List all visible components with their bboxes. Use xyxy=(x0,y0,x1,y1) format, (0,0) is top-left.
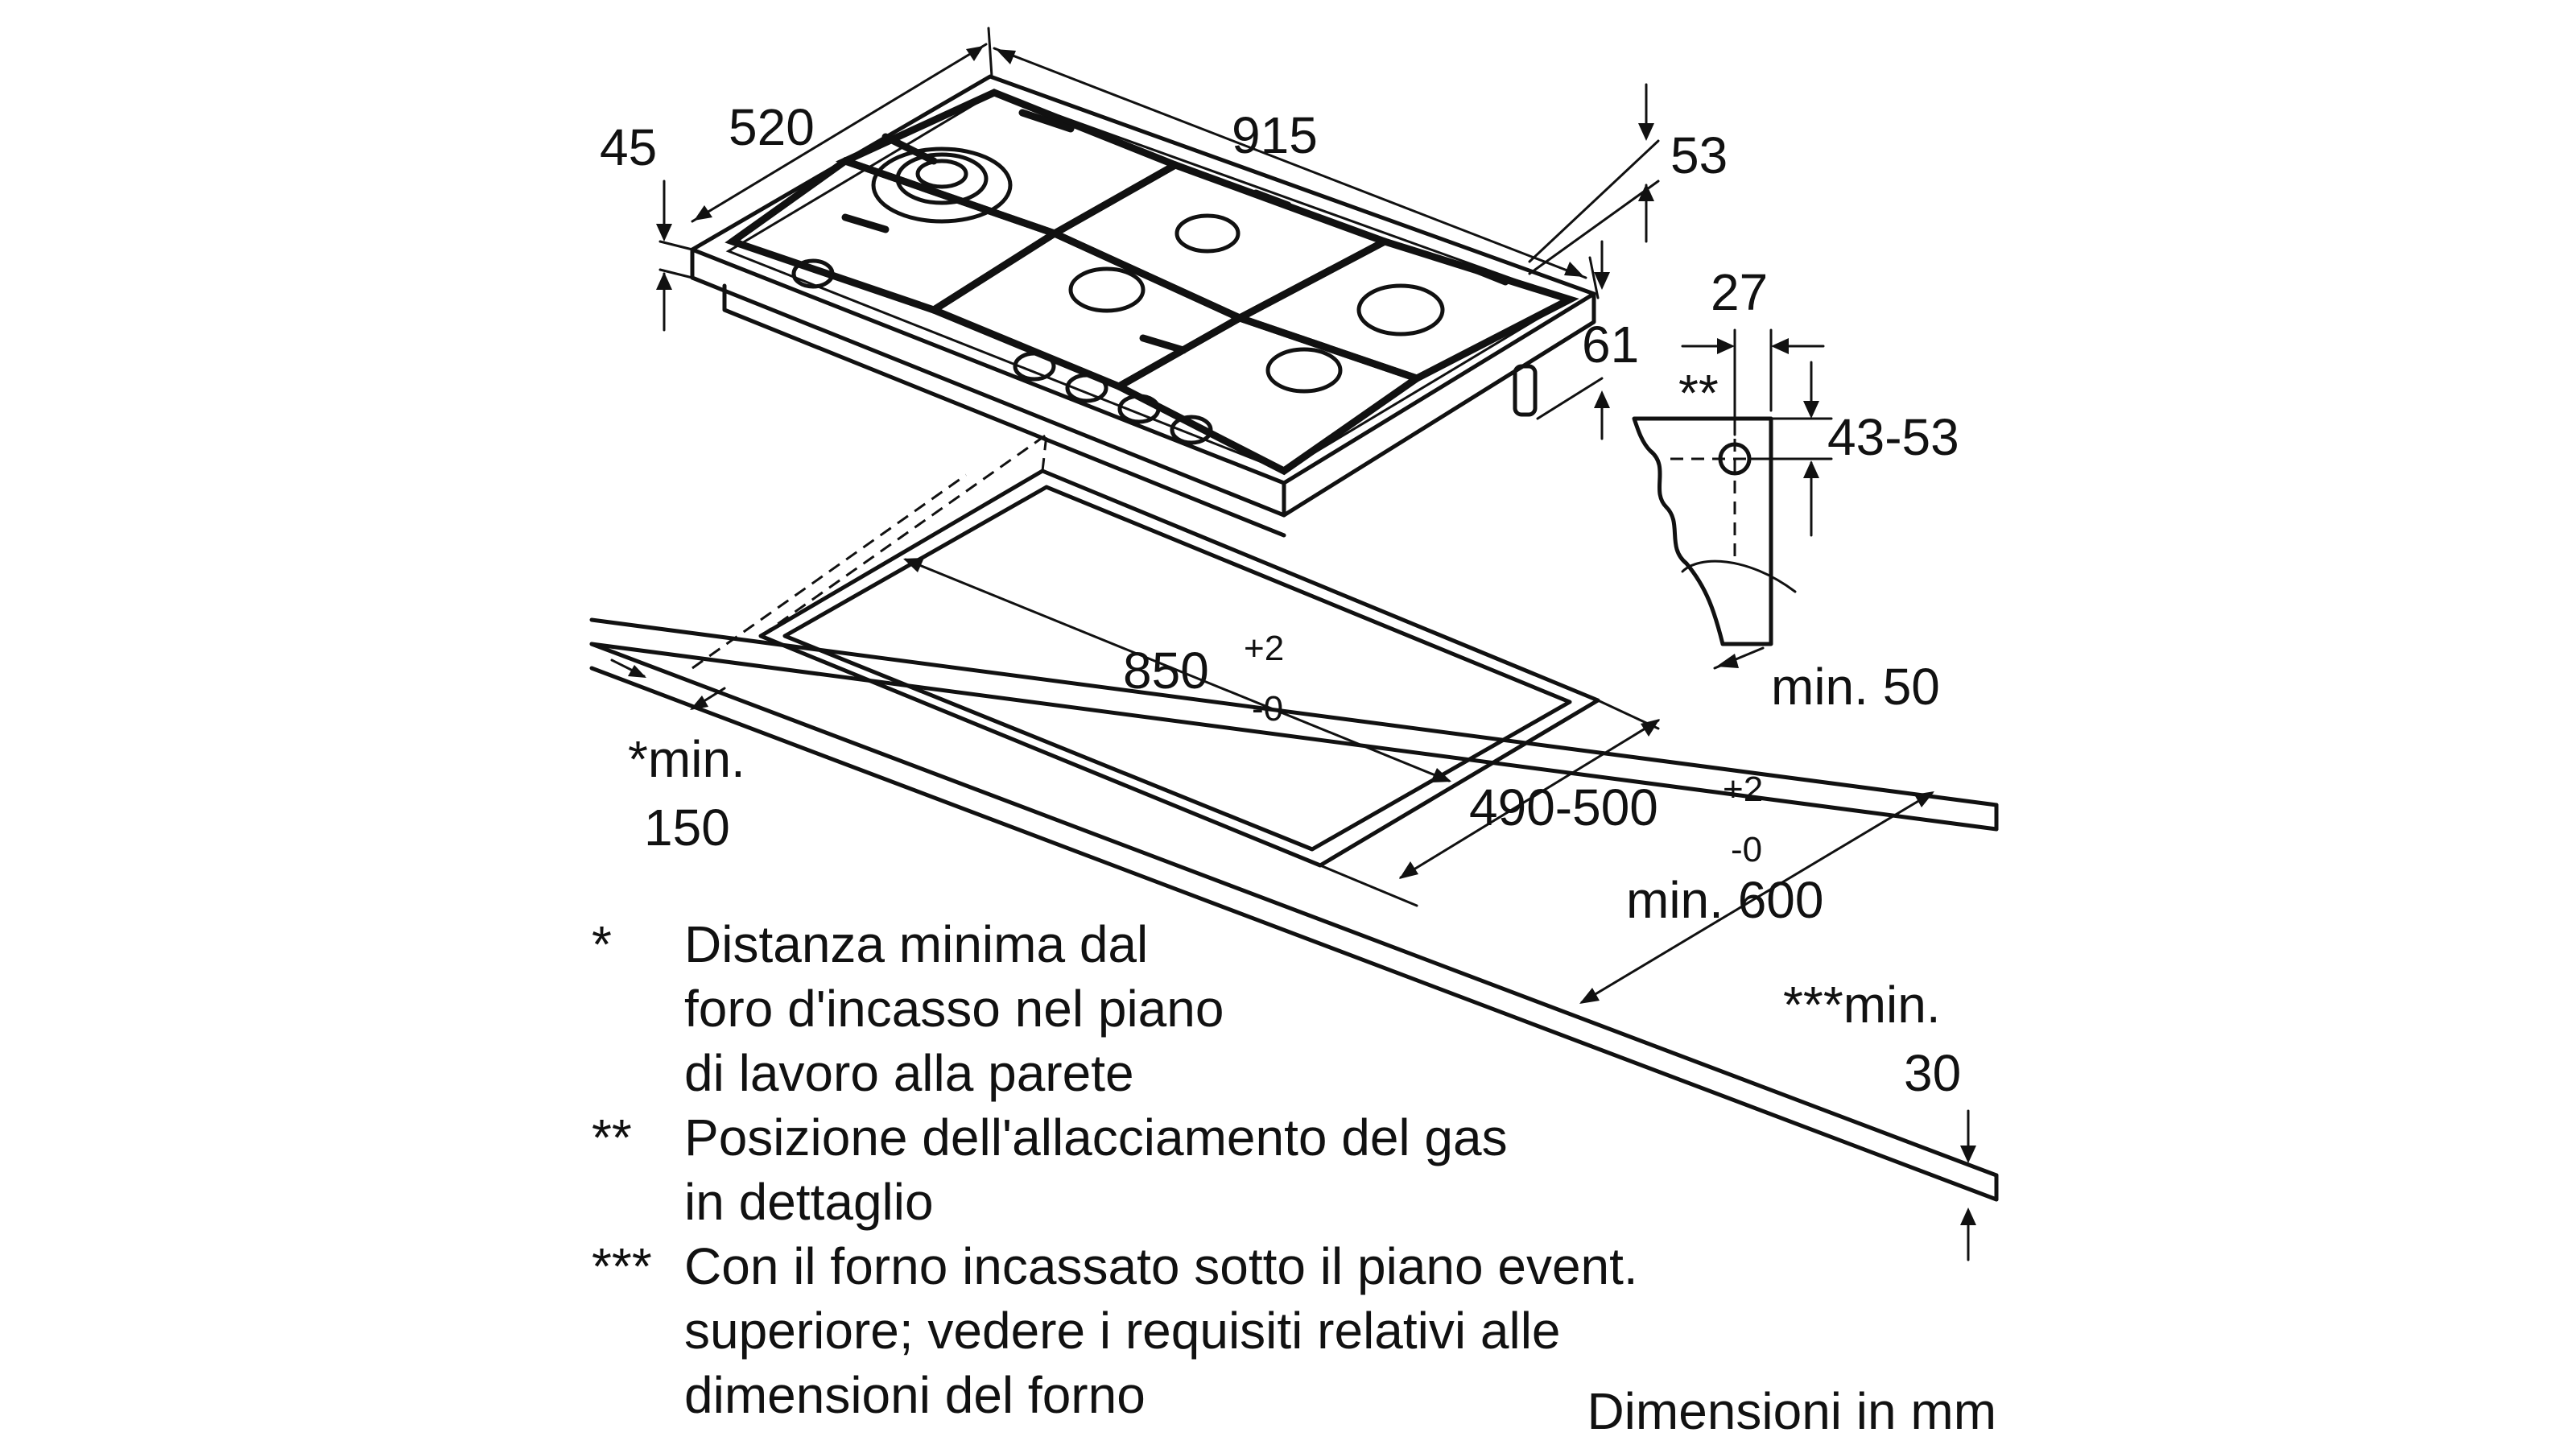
burners xyxy=(871,147,1445,394)
hob xyxy=(690,74,1596,538)
dim-27: 27 xyxy=(1711,263,1768,321)
footnotes: * Distanza minima dal foro d'incasso nel… xyxy=(592,915,1996,1440)
note-2-marker: ** xyxy=(592,1108,632,1166)
dim-min-30-line1: ***min. xyxy=(1783,976,1941,1034)
note-1-line-2: foro d'incasso nel piano xyxy=(684,980,1224,1038)
note-2-line-2: in dettaglio xyxy=(684,1173,934,1231)
gas-connection-detail xyxy=(1632,416,1797,646)
dim-43-53: 43-53 xyxy=(1827,408,1959,466)
dim-min-150-line1: *min. xyxy=(628,730,745,788)
gas-connection-marker: ** xyxy=(1678,364,1719,422)
dim-490-500: 490-500 xyxy=(1469,778,1658,836)
dim-520: 520 xyxy=(729,98,815,156)
dim-490-500-tol-minus: -0 xyxy=(1731,830,1762,869)
note-3-line-3: dimensioni del forno xyxy=(684,1366,1146,1424)
dim-850-tol-minus: -0 xyxy=(1252,689,1283,729)
pan-supports xyxy=(724,89,1579,476)
dimension-lines xyxy=(610,27,1976,1261)
note-3-line-1: Con il forno incassato sotto il piano ev… xyxy=(684,1237,1638,1295)
countertop xyxy=(589,617,1999,1202)
dim-61: 61 xyxy=(1582,316,1639,374)
note-3-line-2: superiore; vedere i requisiti relativi a… xyxy=(684,1302,1561,1360)
note-1-marker: * xyxy=(592,915,612,973)
dim-min-600: min. 600 xyxy=(1626,871,1823,929)
note-3-marker: *** xyxy=(592,1237,652,1295)
dim-min-30-line2: 30 xyxy=(1904,1044,1961,1102)
dim-915: 915 xyxy=(1232,106,1318,164)
note-2-line-1: Posizione dell'allacciamento del gas xyxy=(684,1108,1508,1166)
control-knobs xyxy=(791,258,1213,445)
note-1-line-3: di lavoro alla parete xyxy=(684,1044,1134,1102)
dim-850: 850 xyxy=(1123,642,1209,700)
dim-850-tol-plus: +2 xyxy=(1244,629,1284,668)
dim-490-500-tol-plus: +2 xyxy=(1723,770,1763,809)
dim-min-50: min. 50 xyxy=(1771,658,1940,716)
dim-min-150-line2: 150 xyxy=(644,799,730,857)
dim-45: 45 xyxy=(600,118,657,176)
dim-53: 53 xyxy=(1670,126,1728,184)
units-caption: Dimensioni in mm xyxy=(1587,1382,1996,1440)
dimension-labels: 45 520 915 53 61 27 ** 43-53 min. 50 850… xyxy=(600,98,1961,1102)
note-1-line-1: Distanza minima dal xyxy=(684,915,1148,973)
